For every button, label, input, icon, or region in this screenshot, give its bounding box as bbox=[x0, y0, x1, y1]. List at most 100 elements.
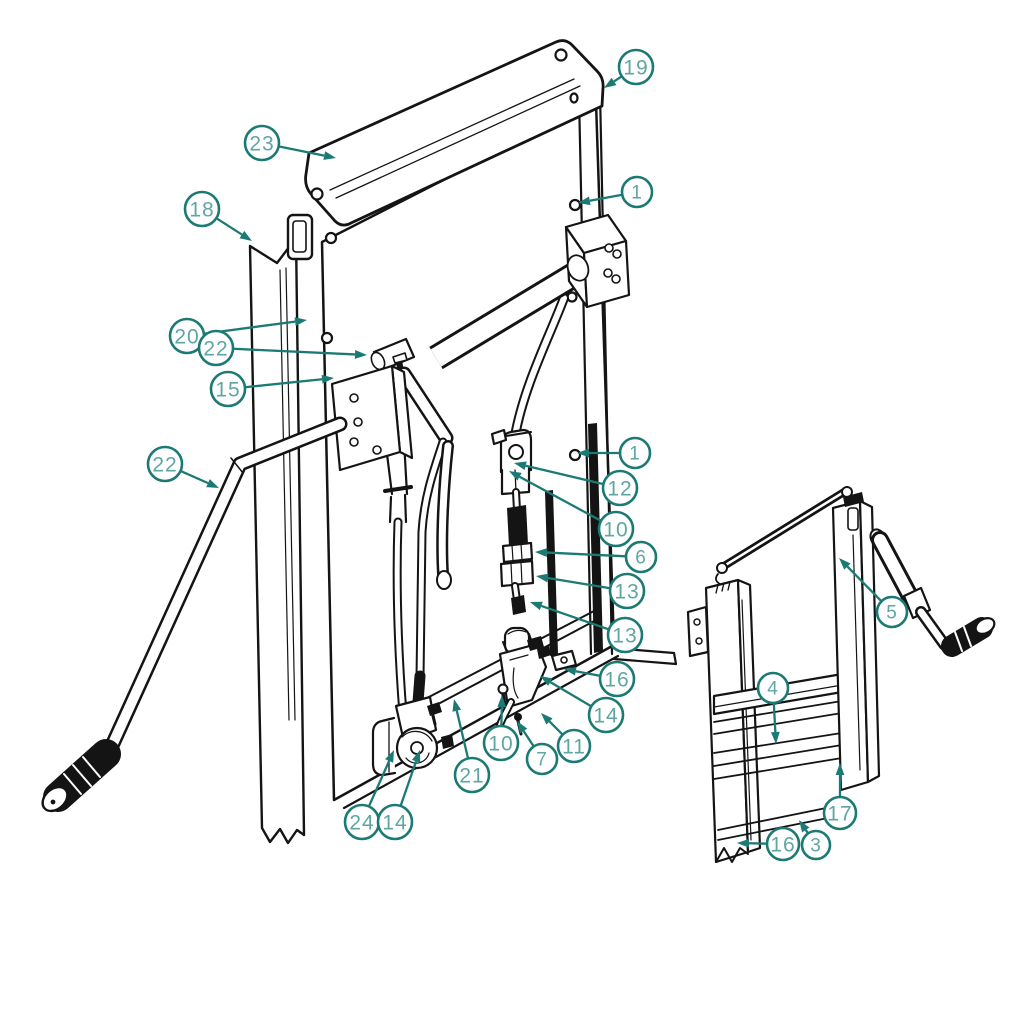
callout-arrowhead bbox=[535, 548, 548, 557]
sub-bracket-hole bbox=[695, 637, 703, 645]
callout-number: 13 bbox=[612, 625, 637, 648]
callout-circle bbox=[376, 803, 414, 841]
screw-hole bbox=[568, 448, 582, 462]
callout-circle bbox=[598, 660, 636, 698]
callout-arrowhead bbox=[530, 601, 543, 611]
callout-number: 19 bbox=[623, 57, 648, 80]
callout-circle bbox=[756, 671, 790, 705]
callout-leader-line bbox=[613, 75, 623, 83]
sub-assembly bbox=[686, 486, 996, 864]
sub-crank-grip-knurl bbox=[954, 626, 972, 652]
clevis-pin-shaft bbox=[505, 431, 532, 437]
sub-left-rail-notch bbox=[715, 847, 749, 863]
bolt-hole bbox=[603, 268, 613, 278]
callout-leader-line bbox=[215, 217, 243, 236]
callout-circle bbox=[800, 829, 832, 861]
callout-14: 14 bbox=[540, 676, 625, 734]
callout-arrowhead bbox=[294, 317, 307, 326]
callout-leader-line bbox=[525, 464, 604, 486]
panel-bottom-edge-inner bbox=[342, 654, 620, 810]
sleeve-rod-cap bbox=[436, 570, 452, 590]
callout-16: 16 bbox=[737, 826, 801, 862]
bl-clamp-pin bbox=[441, 734, 454, 749]
cam-roller-arc bbox=[401, 730, 433, 742]
callout-arrowhead bbox=[321, 374, 334, 384]
callout-leader-line bbox=[367, 760, 391, 807]
jam-nut-facets bbox=[511, 543, 523, 562]
callout-leader-line bbox=[589, 193, 623, 202]
callout-arrowhead bbox=[578, 196, 591, 206]
callout-circle bbox=[597, 510, 635, 548]
br-clamp-pin2 bbox=[537, 645, 551, 659]
grip-end-dot bbox=[50, 799, 56, 805]
clamp15-front bbox=[330, 364, 402, 472]
callout-circle bbox=[525, 742, 559, 776]
callout-leader-line bbox=[232, 347, 356, 356]
callout-leader-line bbox=[519, 475, 602, 522]
rod-a-clevis bbox=[388, 493, 408, 524]
callout-circle bbox=[209, 370, 247, 408]
callout-leader-line bbox=[846, 565, 883, 603]
callout-arrowhead bbox=[799, 820, 810, 833]
hinge-bracket-slot bbox=[292, 220, 307, 253]
callout-arrowhead bbox=[354, 350, 367, 359]
callout-number: 23 bbox=[249, 133, 274, 156]
callout-arrowhead bbox=[497, 695, 507, 708]
sub-right-rail-black bbox=[843, 492, 864, 507]
callout-arrowhead bbox=[452, 699, 462, 712]
callout-circle bbox=[556, 728, 592, 764]
callout-circle bbox=[624, 540, 658, 574]
callout-number: 14 bbox=[593, 705, 618, 728]
callout-circle bbox=[453, 756, 491, 794]
callout-arrowhead bbox=[517, 721, 528, 734]
clamp15-hole bbox=[372, 445, 382, 455]
rod-a-core bbox=[394, 519, 406, 717]
callout-4: 4 bbox=[756, 671, 790, 744]
jam-nut bbox=[501, 541, 534, 564]
sub-crank-grip-endcap bbox=[974, 617, 996, 635]
callout-number: 22 bbox=[152, 454, 177, 477]
callout-arrowhead bbox=[509, 471, 522, 481]
callout-20: 20 bbox=[168, 317, 307, 355]
handle-weld-tick bbox=[230, 457, 244, 474]
callout-arrowhead bbox=[577, 448, 589, 458]
left-channel-pinstripes bbox=[279, 267, 296, 721]
callout-number: 4 bbox=[767, 679, 779, 700]
callout-arrowhead bbox=[835, 763, 845, 775]
clamp15-hole bbox=[353, 417, 363, 427]
bolt-hole bbox=[612, 249, 622, 259]
br-bolt-head bbox=[497, 683, 509, 695]
sub-diagonal-rod-core bbox=[722, 490, 846, 568]
bl-clamp-bolt bbox=[427, 702, 442, 716]
callout-arrowhead bbox=[411, 750, 421, 763]
seal-strip-left bbox=[545, 490, 558, 656]
callout-circle bbox=[822, 795, 858, 831]
callout-leader-line bbox=[540, 604, 610, 631]
callout-22: 22 bbox=[197, 329, 367, 367]
callout-15: 15 bbox=[209, 370, 334, 408]
sub-bracket-hole bbox=[693, 618, 701, 626]
callout-number: 11 bbox=[562, 736, 586, 759]
handle-grip-knurl bbox=[63, 756, 101, 795]
rod-b-black-segment bbox=[412, 670, 426, 708]
callout-number: 15 bbox=[215, 379, 240, 402]
clevis-pin bbox=[490, 428, 508, 446]
callout-number: 16 bbox=[604, 669, 629, 692]
callout-18: 18 bbox=[183, 190, 252, 241]
screw-hole bbox=[568, 198, 582, 212]
sub-left-rail-pinstripe bbox=[741, 599, 752, 841]
bolt-hole bbox=[604, 243, 614, 253]
callout-5: 5 bbox=[839, 558, 909, 629]
coupler-nut bbox=[499, 559, 535, 588]
rod-b-core bbox=[417, 439, 446, 681]
callout-22: 22 bbox=[146, 445, 219, 488]
torque-tube-core bbox=[430, 261, 588, 367]
callout-number: 6 bbox=[635, 548, 647, 569]
crank-handle-outline bbox=[102, 416, 348, 758]
callout-leader-line bbox=[180, 469, 209, 485]
callout-14: 14 bbox=[376, 750, 421, 841]
callout-number: 20 bbox=[174, 326, 199, 349]
callout-number: 10 bbox=[488, 733, 513, 756]
retainer-clip-hole bbox=[560, 656, 568, 664]
